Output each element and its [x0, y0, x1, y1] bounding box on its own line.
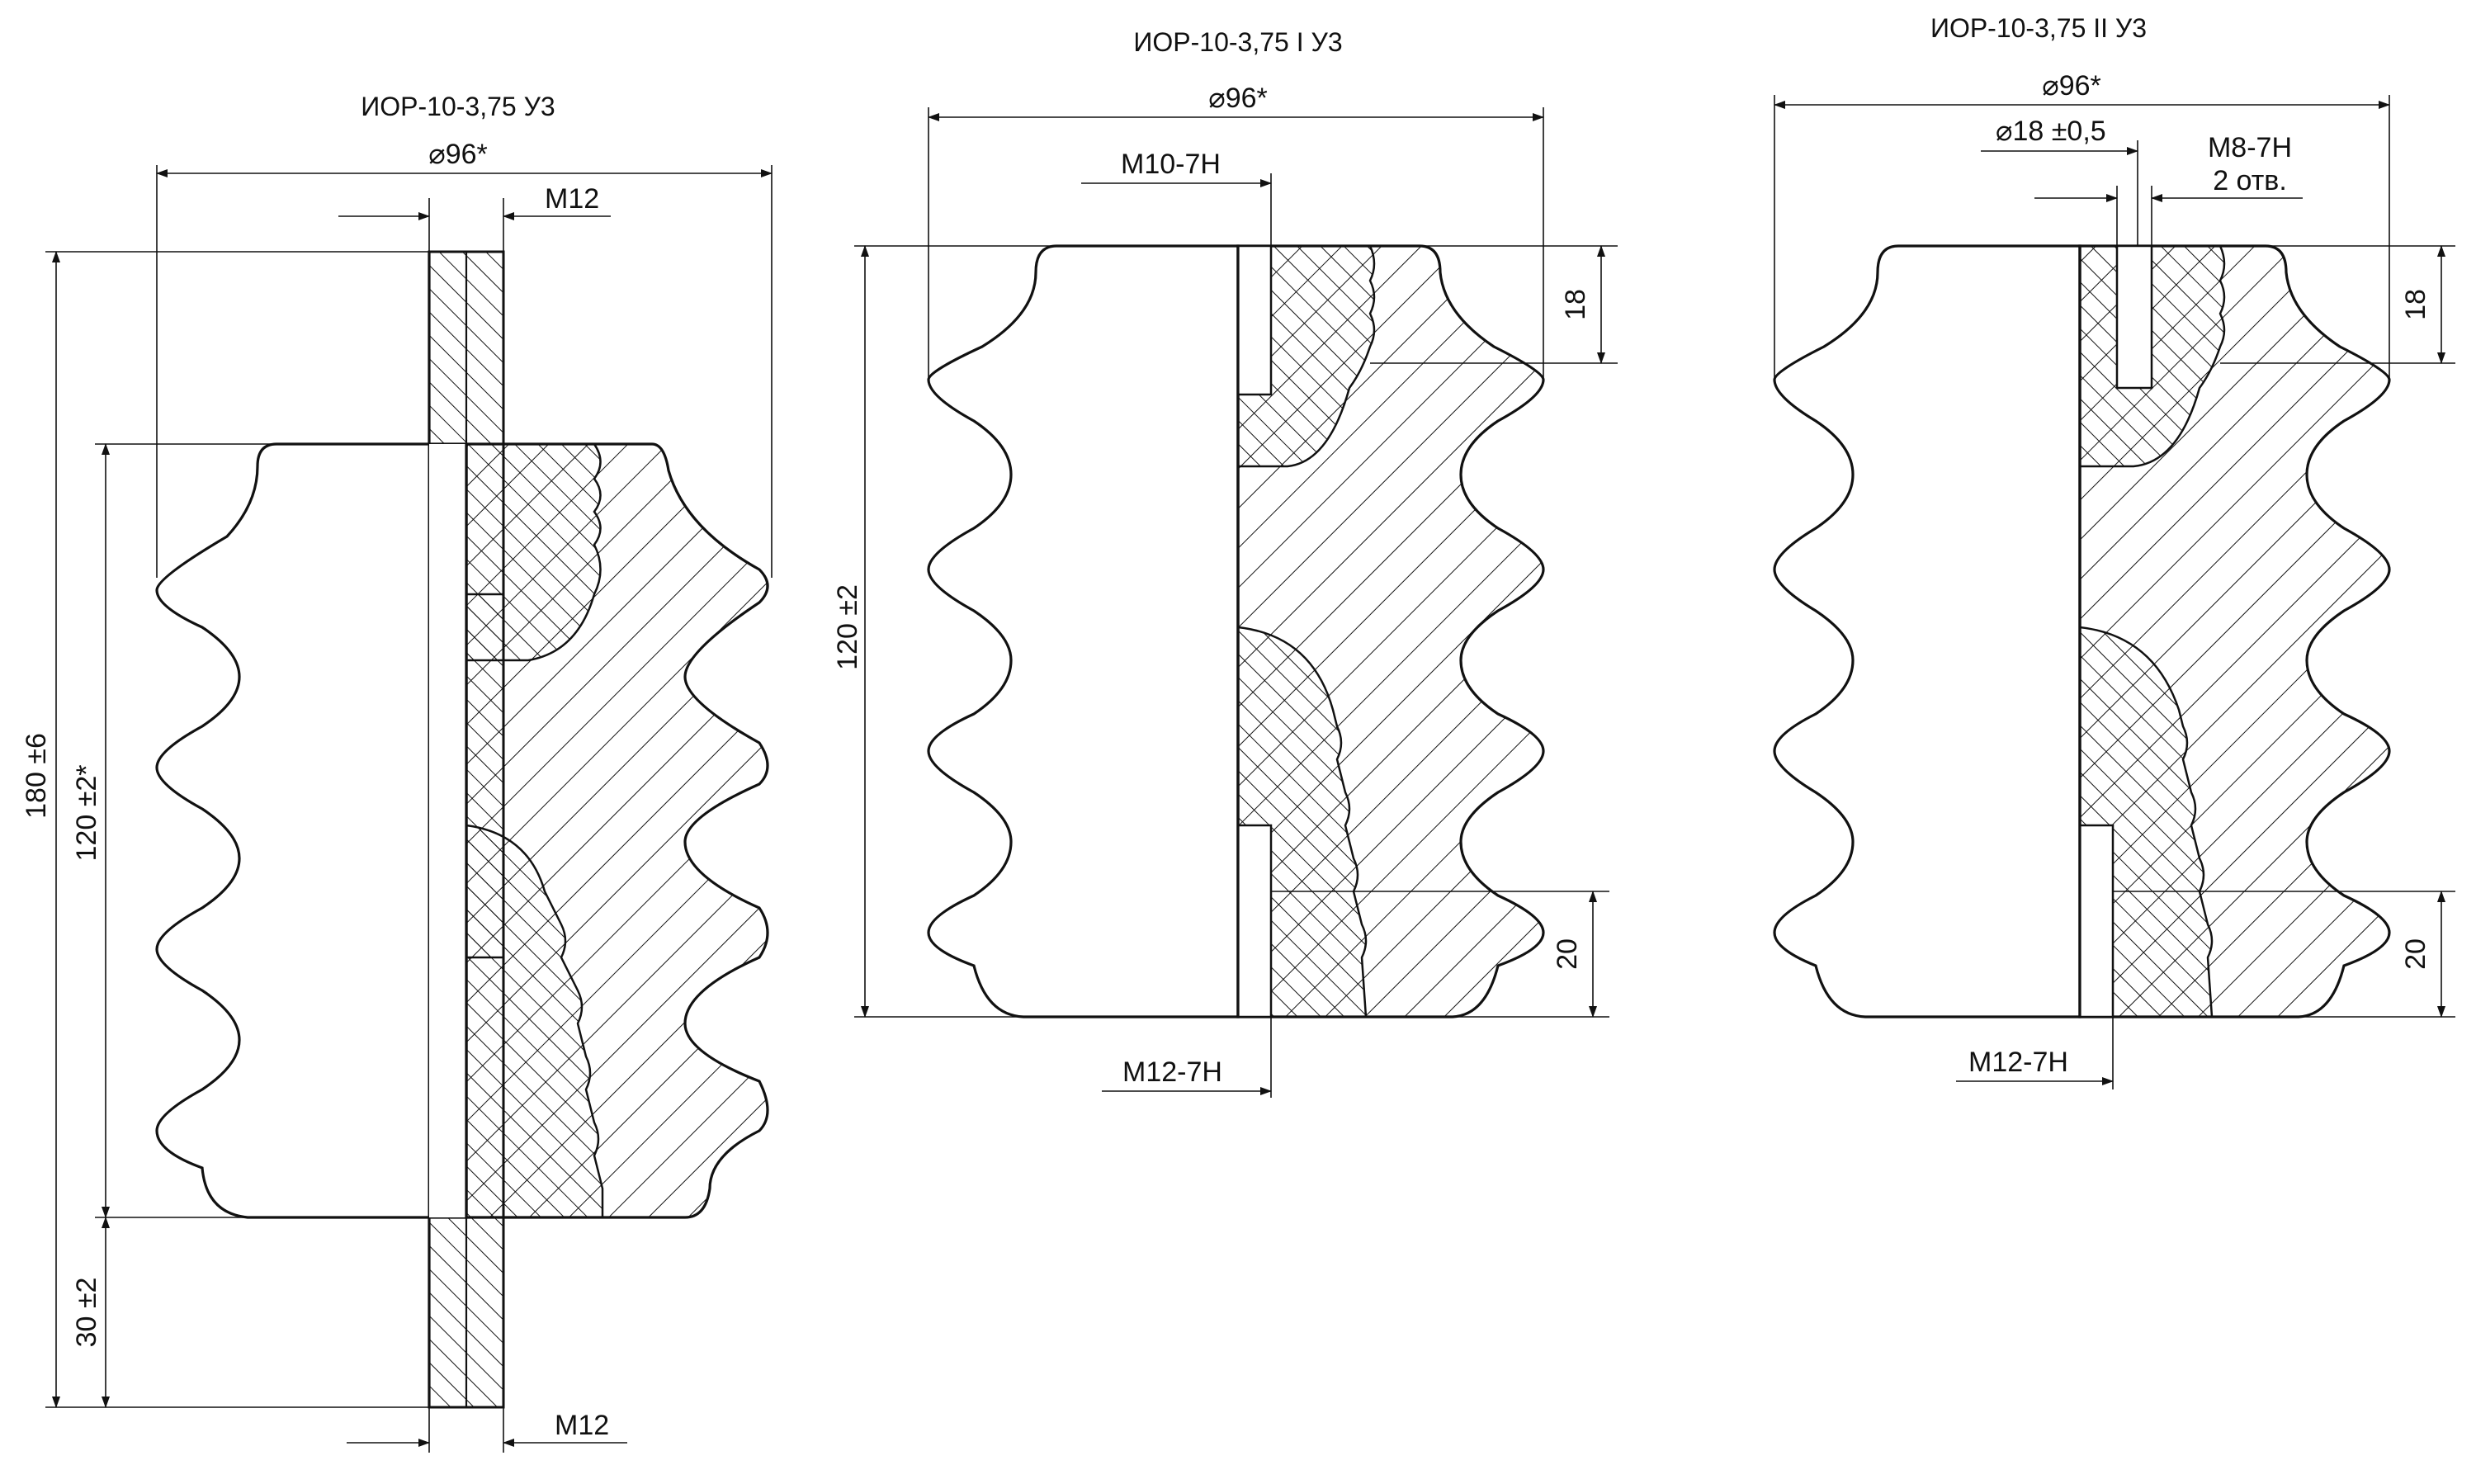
figure-3-bottom-thread-label: M12-7H	[1968, 1047, 2068, 1078]
figure-3-top-depth-label: 18	[2400, 289, 2431, 320]
figure-1-stud-length-label: 30 ±2	[71, 1278, 102, 1348]
figure-3-hole-circle-label: ⌀18 ±0,5	[1996, 116, 2106, 147]
figure-2-diameter-label: ⌀96*	[1208, 83, 1268, 114]
figure-3-top-thread-label: M8-7H	[2208, 132, 2292, 163]
figure-1-overall-height-label: 180 ±6	[21, 733, 52, 819]
figure-3-diameter-label: ⌀96*	[2042, 70, 2101, 102]
figure-2-top-depth-label: 18	[1560, 289, 1591, 320]
figure-1-title: ИОР-10-3,75 У3	[361, 92, 555, 121]
figure-3-insulator-body	[1773, 244, 2081, 1018]
figure-1-diameter-label: ⌀96*	[428, 139, 488, 170]
figure-3-tapped-hole	[2115, 244, 2153, 390]
figure-2-insulator-body	[927, 244, 1240, 1018]
figure-3-bottom-depth-label: 20	[2400, 938, 2431, 970]
figure-2-title: ИОР-10-3,75 I У3	[1133, 27, 1342, 57]
figure-1-top-thread-label: M12	[545, 183, 599, 215]
figure-1-bottom-thread-label: M12	[555, 1410, 609, 1441]
figure-3-top-thread-note: 2 отв.	[2213, 165, 2287, 196]
figure-2-bottom-depth-label: 20	[1552, 938, 1583, 970]
figure-1-body-height-label: 120 ±2*	[71, 765, 102, 862]
figure-3: ИОР-10-3,75 II У3 ⌀96* ⌀18 ±0,5 M8-7H 2 …	[1773, 13, 2455, 1089]
figure-2-body-height-label: 120 ±2	[832, 584, 863, 670]
figure-1: ИОР-10-3,75 У3 ⌀96* M12 M12	[21, 92, 773, 1453]
figure-2-bottom-thread-label: M12-7H	[1122, 1056, 1222, 1088]
figure-3-title: ИОР-10-3,75 II У3	[1930, 13, 2147, 43]
figure-2-top-thread-label: M10-7H	[1121, 149, 1221, 180]
figure-2: ИОР-10-3,75 I У3 ⌀96* M10-7H M12-7H 120 …	[832, 27, 1618, 1098]
figure-1-insulator-body	[155, 442, 468, 1219]
